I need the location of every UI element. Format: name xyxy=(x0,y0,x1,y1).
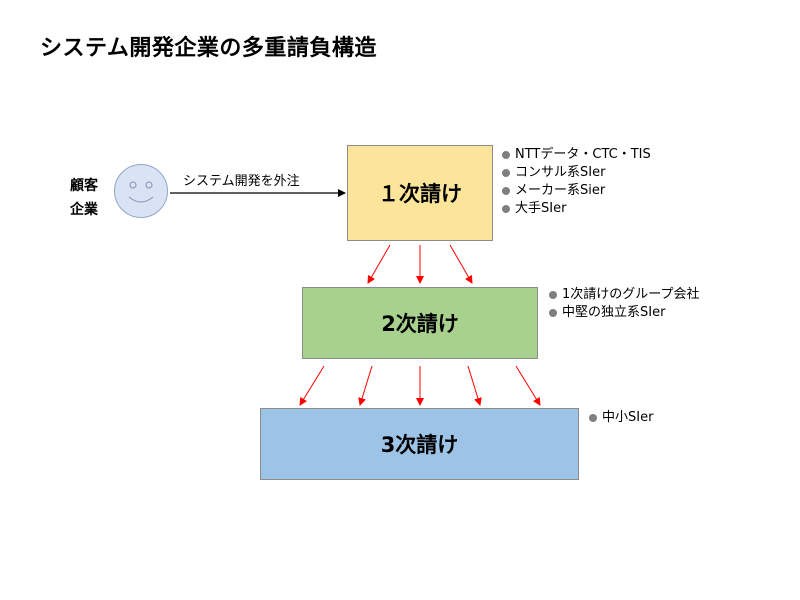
tier-2-box: 2次請け xyxy=(302,287,538,359)
page-title: システム開発企業の多重請負構造 xyxy=(40,36,377,61)
bullet-item: NTTデータ・CTC・TIS xyxy=(500,146,651,164)
bullet-item: 中堅の独立系SIer xyxy=(547,304,700,322)
flow-label: システム開発を外注 xyxy=(183,174,300,189)
smiley-face-icon xyxy=(114,164,168,218)
down-arrow xyxy=(299,365,325,406)
tier-3-bullet-list: 中小SIer xyxy=(587,409,653,427)
bullet-item: 大手SIer xyxy=(500,200,651,218)
bullet-item: 1次請けのグループ会社 xyxy=(547,286,700,304)
down-arrow xyxy=(358,365,373,406)
customer-label-line2: 企業 xyxy=(70,202,98,218)
bullet-item: メーカー系Sier xyxy=(500,182,651,200)
down-arrow xyxy=(515,365,541,406)
down-arrow xyxy=(467,365,482,406)
down-arrow xyxy=(367,244,391,284)
tier-1-box: １次請け xyxy=(347,145,493,241)
bullet-item: コンサル系SIer xyxy=(500,164,651,182)
tier2-to-tier3-arrows xyxy=(299,365,541,406)
tier-3-box: 3次請け xyxy=(260,408,579,480)
customer-label: 顧客 企業 xyxy=(64,174,104,222)
tier-2-bullet-list: 1次請けのグループ会社 中堅の独立系SIer xyxy=(547,286,700,322)
down-arrow xyxy=(449,244,473,284)
tier-1-bullet-list: NTTデータ・CTC・TIS コンサル系SIer メーカー系Sier 大手SIe… xyxy=(500,146,651,218)
customer-label-line1: 顧客 xyxy=(70,178,98,194)
bullet-item: 中小SIer xyxy=(587,409,653,427)
tier1-to-tier2-arrows xyxy=(367,244,473,284)
